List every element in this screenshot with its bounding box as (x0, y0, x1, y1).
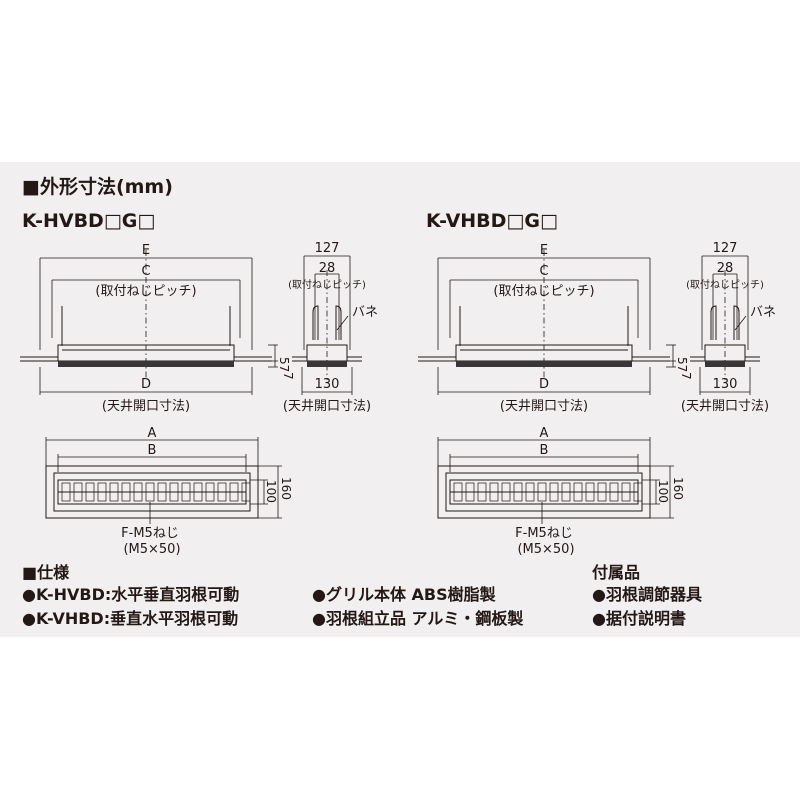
spec-item-1: ●K-HVBD:水平垂直羽根可動 (22, 585, 240, 604)
accessories-title: 付属品 (592, 563, 641, 582)
spec-item-2: ●K-VHBD:垂直水平羽根可動 (22, 609, 239, 628)
dim-label-d-left: D (141, 377, 151, 392)
pitch-note-left: (取付ねじピッチ) (95, 284, 196, 299)
side-pitch-note-left: (取付ねじピッチ) (288, 278, 366, 291)
section-title: ■外形寸法(mm) (22, 176, 173, 198)
dim-label-100-left: 100 (264, 480, 278, 503)
screw-label-right: F-M5ねじ (515, 526, 573, 541)
side-label-28-left: 28 (319, 261, 336, 276)
spring-label-left: バネ (352, 305, 378, 320)
accessory-item-2: ●据付説明書 (592, 609, 686, 628)
spec-item-4: ●羽根組立品 アルミ・鋼板製 (312, 609, 524, 628)
dim-label-d-right: D (539, 377, 549, 392)
specs-title: ■仕様 (22, 563, 70, 582)
dim-label-b-left: B (148, 443, 157, 458)
drawing-panel (0, 162, 800, 637)
spec-item-3: ●グリル本体 ABS樹脂製 (312, 585, 496, 604)
model-title-vhbd: K-VHBD□G□ (426, 210, 558, 232)
side-label-28-right: 28 (717, 261, 734, 276)
side-label-130-left: 130 (315, 377, 340, 392)
pitch-note-right: (取付ねじピッチ) (493, 284, 594, 299)
side-ceiling-note-left: (天井開口寸法) (283, 399, 371, 414)
model-title-hvbd: K-HVBD□G□ (22, 210, 156, 232)
dim-label-100-right: 100 (656, 480, 670, 503)
dim-label-57-right: 57 (675, 357, 689, 372)
side-ceiling-note-right: (天井開口寸法) (681, 399, 769, 414)
dim-label-160-left: 160 (279, 477, 293, 500)
side-pitch-note-right: (取付ねじピッチ) (686, 278, 764, 291)
side-label-127-right: 127 (713, 241, 738, 256)
dim-label-c-left: C (141, 264, 150, 279)
dim-label-a-right: A (540, 426, 549, 441)
screw-size-right: (M5×50) (517, 542, 574, 557)
dim-label-7-right: 7 (679, 372, 693, 380)
side-label-127-left: 127 (315, 241, 340, 256)
dim-label-7-left: 7 (281, 372, 295, 380)
side-label-130-right: 130 (713, 377, 738, 392)
spring-label-right: バネ (750, 305, 776, 320)
ceiling-note-left: (天井開口寸法) (102, 399, 190, 414)
dim-label-57-left: 57 (277, 357, 291, 372)
dim-label-160-right: 160 (671, 477, 685, 500)
accessory-item-1: ●羽根調節器具 (592, 585, 702, 604)
dim-label-e-left: E (142, 243, 150, 258)
dim-label-a-left: A (148, 426, 157, 441)
dim-label-e-right: E (540, 243, 548, 258)
dim-label-c-right: C (539, 264, 548, 279)
dim-label-b-right: B (540, 443, 549, 458)
screw-size-left: (M5×50) (123, 542, 180, 557)
screw-label-left: F-M5ねじ (121, 526, 179, 541)
ceiling-note-right: (天井開口寸法) (500, 399, 588, 414)
